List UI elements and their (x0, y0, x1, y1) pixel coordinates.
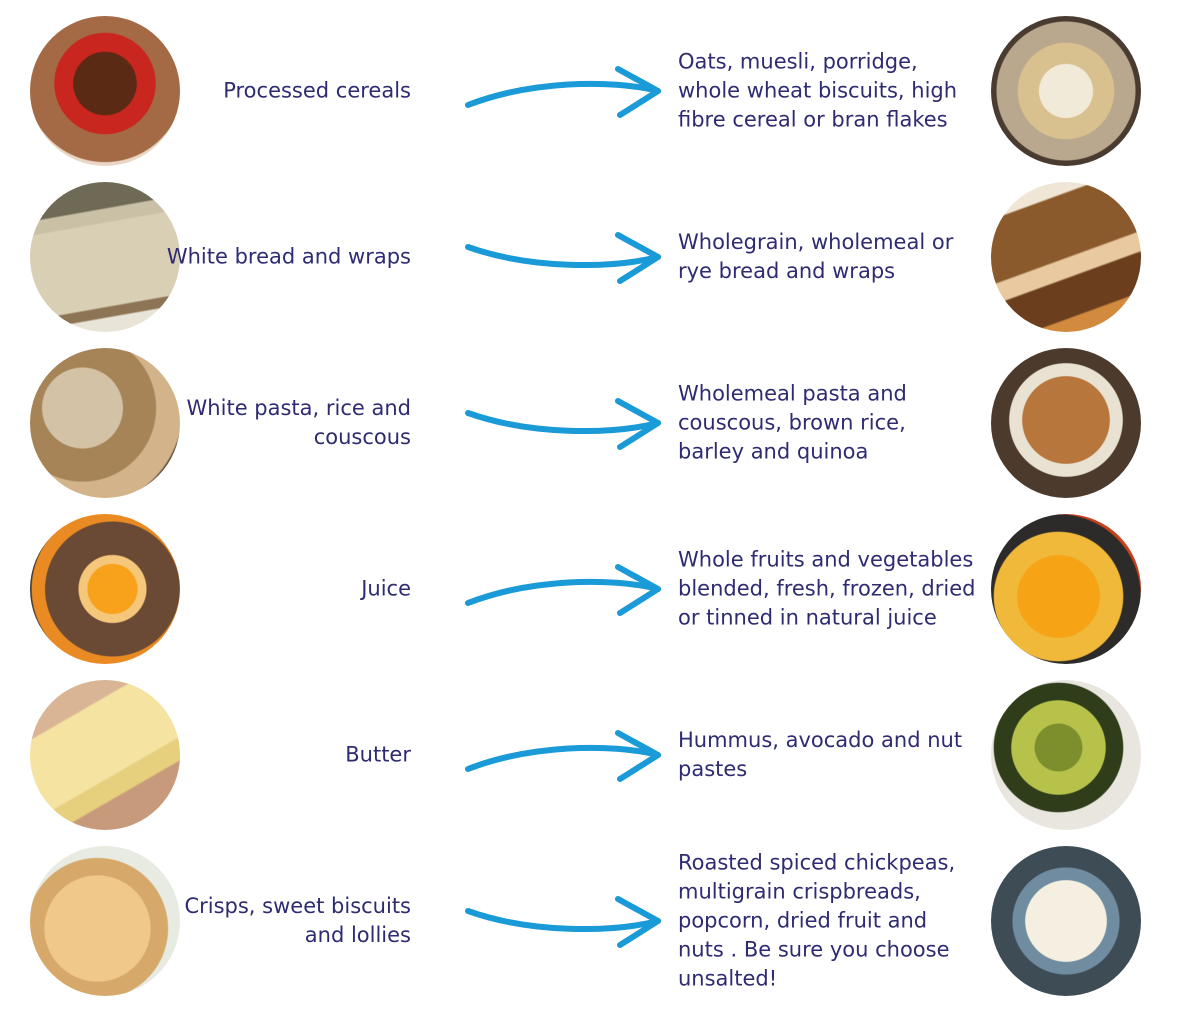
unhealthy-food-photo (30, 16, 180, 166)
healthier-alternative-label: Wholemeal pasta and couscous, brown rice… (678, 381, 907, 464)
food-to-swap-label: Juice (361, 576, 411, 601)
unhealthy-food-photo (30, 348, 180, 498)
healthier-alternative-label: Whole fruits and vegetables blended, fre… (678, 547, 976, 630)
healthier-alternative-label: Hummus, avocado and nut pastes (678, 728, 963, 781)
unhealthy-food-photo (30, 846, 180, 996)
swap-arrow-icon (465, 896, 661, 948)
unhealthy-food-photo (30, 182, 180, 332)
healthier-alternative-label: Roasted spiced chickpeas, multigrain cri… (678, 850, 956, 991)
healthy-food-photo (991, 348, 1141, 498)
swap-arrow-icon (465, 232, 661, 284)
healthy-food-photo (991, 846, 1141, 996)
swap-arrow-icon (465, 398, 661, 450)
swap-row: White bread and wraps Wholegrain, wholem… (0, 174, 1200, 340)
swap-arrow-icon (465, 730, 661, 782)
healthy-food-photo (991, 680, 1141, 830)
food-to-swap-label: White pasta, rice and couscous (186, 396, 411, 449)
swap-row: Crisps, sweet biscuits and lollies Roast… (0, 838, 1200, 1004)
food-to-swap-label: Crisps, sweet biscuits and lollies (184, 894, 411, 947)
swap-row: Processed cereals Oats, muesli, porridge… (0, 8, 1200, 174)
healthy-food-photo (991, 182, 1141, 332)
swap-row: Juice Whole fruits and vegetables blende… (0, 506, 1200, 672)
unhealthy-food-photo (30, 680, 180, 830)
swap-arrow-icon (465, 66, 661, 118)
swap-row: Butter Hummus, avocado and nut pastes (0, 672, 1200, 838)
food-to-swap-label: Processed cereals (223, 78, 411, 103)
food-to-swap-label: White bread and wraps (166, 244, 411, 269)
swap-row: White pasta, rice and couscous Wholemeal… (0, 340, 1200, 506)
swap-arrow-icon (465, 564, 661, 616)
healthier-alternative-label: Oats, muesli, porridge, whole wheat bisc… (678, 49, 958, 132)
food-to-swap-label: Butter (345, 742, 411, 767)
healthy-food-photo (991, 16, 1141, 166)
unhealthy-food-photo (30, 514, 180, 664)
healthier-alternative-label: Wholegrain, wholemeal or rye bread and w… (678, 230, 954, 283)
healthy-food-photo (991, 514, 1141, 664)
